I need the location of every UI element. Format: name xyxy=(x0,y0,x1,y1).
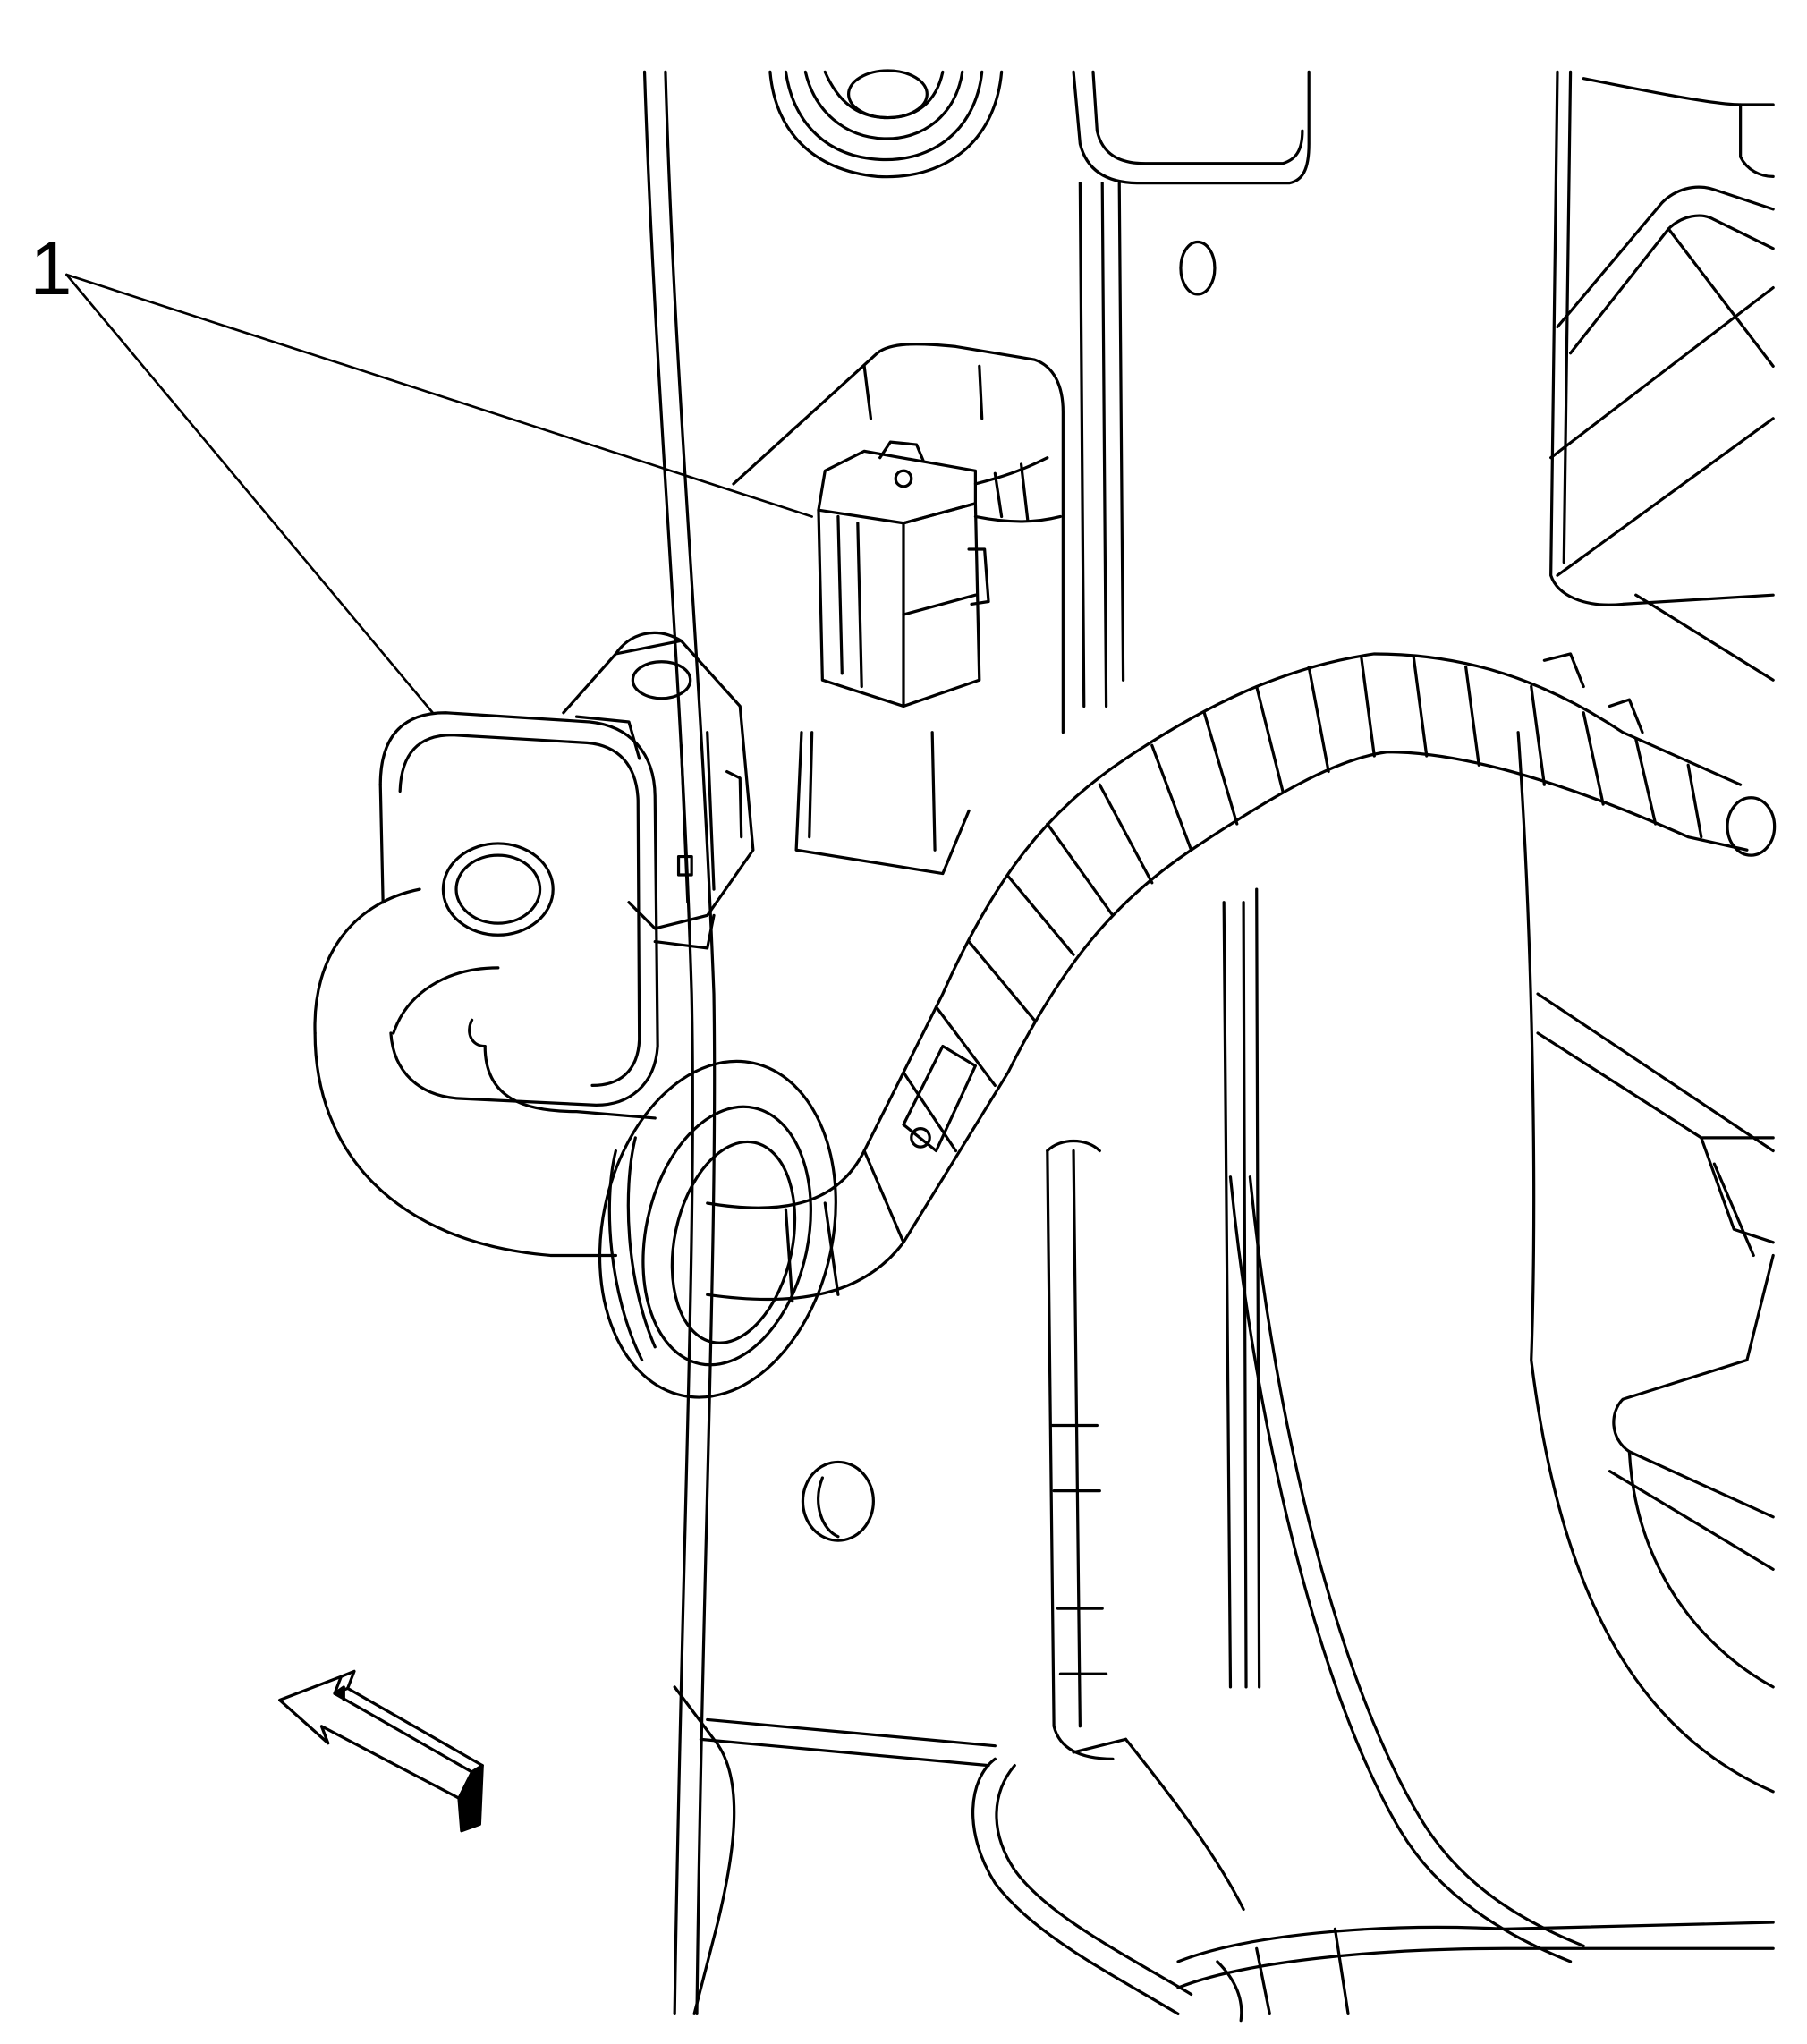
lower-electrical-connector xyxy=(562,631,755,950)
harness-grommet xyxy=(598,1059,837,1399)
right-housing xyxy=(1516,70,1775,1794)
wiring-harness-conduit xyxy=(706,652,1777,1303)
lower-curved-rib xyxy=(971,1175,1775,2023)
elbow-tube-assembly xyxy=(313,711,659,1258)
callout-1-leaders xyxy=(65,273,813,715)
view-direction-arrow-icon xyxy=(278,1669,484,1833)
central-vertical-rib xyxy=(1046,70,1311,1760)
mounting-panel-outline xyxy=(642,70,997,2015)
connector-mounting-plate xyxy=(732,343,1065,876)
lower-mounting-hole xyxy=(801,1460,875,1542)
callout-1-label: 1 xyxy=(30,225,72,310)
upper-round-boss xyxy=(768,69,1004,179)
upper-electrical-connector xyxy=(817,440,1063,708)
